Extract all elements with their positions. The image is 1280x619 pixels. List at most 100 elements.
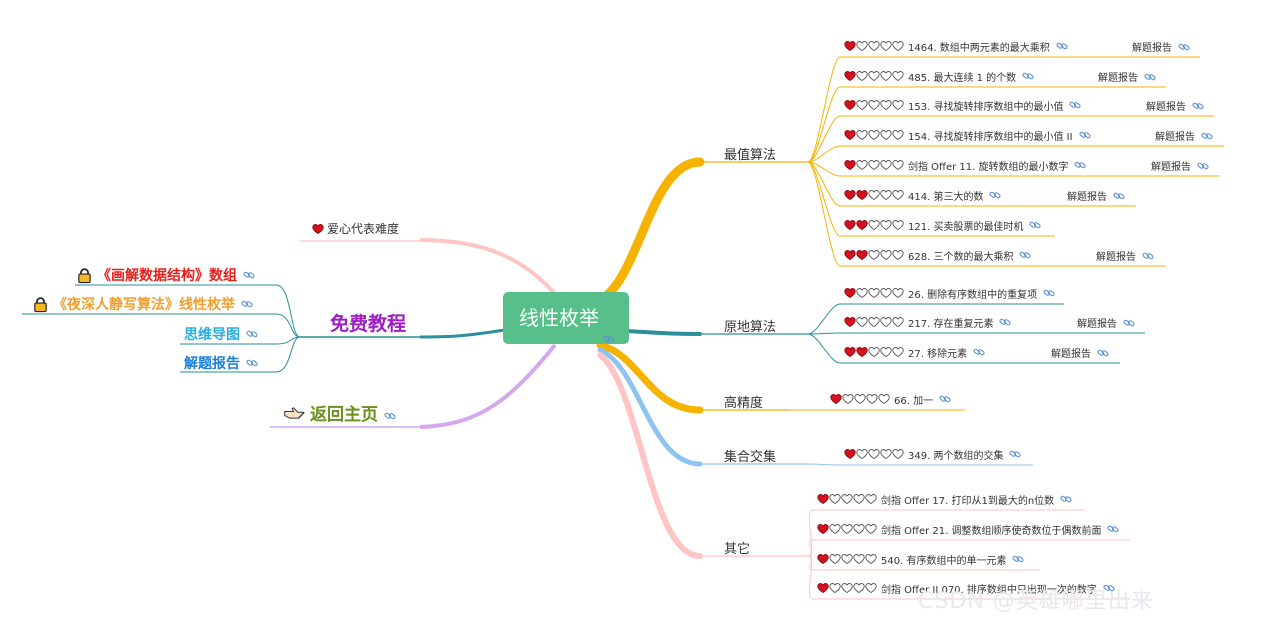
branch-connector (596, 341, 704, 414)
link-icon[interactable] (1178, 41, 1190, 53)
leaf-connector (807, 303, 841, 335)
problem-title: 540. 有序数组中的单一元素 (881, 555, 1007, 567)
link-icon[interactable] (246, 328, 258, 340)
heart-icon (853, 493, 865, 505)
link-icon[interactable] (1123, 317, 1135, 329)
link-icon[interactable] (1019, 249, 1032, 261)
link-icon[interactable] (1060, 493, 1072, 505)
link-icon[interactable] (384, 407, 396, 419)
heart-icon (844, 189, 856, 201)
branch-other[interactable]: 其它 (724, 542, 751, 557)
link-icon[interactable] (1069, 99, 1082, 111)
home-node[interactable]: 返回主页 (284, 400, 396, 425)
link-icon[interactable] (1056, 40, 1068, 52)
link-icon[interactable] (1074, 159, 1087, 171)
link-icon[interactable] (1029, 219, 1042, 231)
heart-icon (844, 316, 856, 328)
left-item-array-book[interactable]: 《画解数据结构》数组 (76, 265, 255, 285)
branch-extreme[interactable]: 最值算法 (724, 148, 777, 163)
leaf-problem[interactable]: 剑指 Offer II 070. 排序数组中只出现一次的数字 (817, 580, 1115, 596)
report-link[interactable]: 解题报告 (1151, 158, 1209, 173)
difficulty-hearts (817, 523, 877, 535)
link-icon[interactable] (1078, 129, 1091, 141)
heart-icon (880, 346, 892, 358)
heart-icon (892, 287, 904, 299)
problem-title: 121. 买卖股票的最佳时机 (908, 221, 1024, 233)
leaf-problem[interactable]: 628. 三个数的最大乘积 (844, 247, 1032, 263)
link-icon[interactable] (989, 189, 1002, 201)
leaf-problem[interactable]: 27. 移除元素 (844, 344, 985, 360)
leaf-connector (807, 145, 841, 163)
leaf-problem[interactable]: 剑指 Offer 11. 旋转数组的最小数字 (844, 157, 1087, 173)
link-icon[interactable] (1043, 287, 1055, 299)
left-item-algorithm-book[interactable]: 《夜深人静写算法》线性枚举 (32, 294, 253, 314)
link-icon[interactable] (1097, 347, 1109, 359)
difficulty-hearts (817, 582, 877, 594)
link-icon[interactable] (241, 298, 253, 310)
leaf-problem[interactable]: 414. 第三大的数 (844, 187, 1002, 203)
leaf-problem[interactable]: 121. 买卖股票的最佳时机 (844, 217, 1042, 233)
link-icon[interactable] (973, 346, 985, 358)
leaf-problem[interactable]: 66. 加一 (830, 391, 951, 407)
leaf-problem[interactable]: 154. 寻找旋转排序数组中的最小值 II (844, 127, 1091, 143)
leaf-connector (807, 539, 814, 557)
free-tutorial-node[interactable]: 免费教程 (330, 313, 407, 335)
leaf-problem[interactable]: 217. 存在重复元素 (844, 314, 1012, 330)
leaf-problem[interactable]: 1464. 数组中两元素的最大乘积 (844, 38, 1068, 54)
branch-connector (597, 352, 703, 559)
branch-high-precision[interactable]: 高精度 (724, 396, 764, 411)
difficulty-hearts (844, 70, 904, 82)
root-node[interactable]: 线性枚举 (503, 292, 629, 344)
report-link[interactable]: 解题报告 (1155, 128, 1213, 143)
link-icon[interactable] (246, 357, 258, 369)
link-icon[interactable] (1107, 523, 1120, 535)
leaf-problem[interactable]: 剑指 Offer 21. 调整数组顺序使奇数位于偶数前面 (817, 521, 1120, 537)
leaf-connector (807, 555, 814, 600)
heart-icon (817, 582, 829, 594)
problem-title: 剑指 Offer II 070. 排序数组中只出现一次的数字 (881, 584, 1097, 596)
report-link[interactable]: 解题报告 (1051, 345, 1109, 360)
leaf-problem[interactable]: 剑指 Offer 17. 打印从1到最大的n位数 (817, 491, 1072, 507)
heart-icon (868, 219, 880, 231)
link-icon[interactable] (1113, 190, 1125, 202)
leaf-problem[interactable]: 26. 删除有序数组中的重复项 (844, 285, 1055, 301)
branch-intersection[interactable]: 集合交集 (724, 450, 777, 465)
heart-icon (866, 393, 878, 405)
link-icon[interactable] (1142, 250, 1154, 262)
link-icon[interactable] (1103, 582, 1115, 594)
heart-icon (892, 189, 904, 201)
heart-icon (880, 249, 892, 261)
heart-icon (880, 129, 892, 141)
difficulty-hearts (844, 219, 904, 231)
link-icon[interactable] (999, 316, 1012, 328)
left-item-reports[interactable]: 解题报告 (184, 353, 258, 373)
left-item-mindmap[interactable]: 思维导图 (184, 324, 258, 344)
link-icon[interactable] (243, 269, 255, 281)
heart-icon (865, 553, 877, 565)
leaf-problem[interactable]: 540. 有序数组中的单一元素 (817, 551, 1025, 567)
link-icon[interactable] (603, 312, 615, 343)
link-icon[interactable] (939, 393, 951, 405)
leaf-problem[interactable]: 349. 两个数组的交集 (844, 446, 1022, 462)
link-icon[interactable] (1192, 100, 1204, 112)
link-icon[interactable] (1012, 553, 1025, 565)
link-icon[interactable] (1197, 160, 1209, 172)
report-link[interactable]: 解题报告 (1098, 69, 1156, 84)
report-link[interactable]: 解题报告 (1096, 248, 1154, 263)
leaf-problem[interactable]: 485. 最大连续 1 的个数 (844, 68, 1034, 84)
difficulty-hearts (844, 159, 904, 171)
link-icon[interactable] (1144, 71, 1156, 83)
leaf-problem[interactable]: 153. 寻找旋转排序数组中的最小值 (844, 97, 1082, 113)
report-link[interactable]: 解题报告 (1077, 315, 1135, 330)
heart-icon (868, 346, 880, 358)
report-link[interactable]: 解题报告 (1067, 188, 1125, 203)
left-item-connector (275, 313, 301, 338)
report-link[interactable]: 解题报告 (1146, 98, 1204, 113)
link-icon[interactable] (1022, 70, 1034, 82)
link-icon[interactable] (1009, 448, 1022, 460)
link-icon[interactable] (1201, 130, 1213, 142)
pointing-hand-icon (284, 405, 306, 421)
branch-in-place[interactable]: 原地算法 (724, 320, 777, 335)
report-link[interactable]: 解题报告 (1132, 39, 1190, 54)
heart-icon (880, 189, 892, 201)
